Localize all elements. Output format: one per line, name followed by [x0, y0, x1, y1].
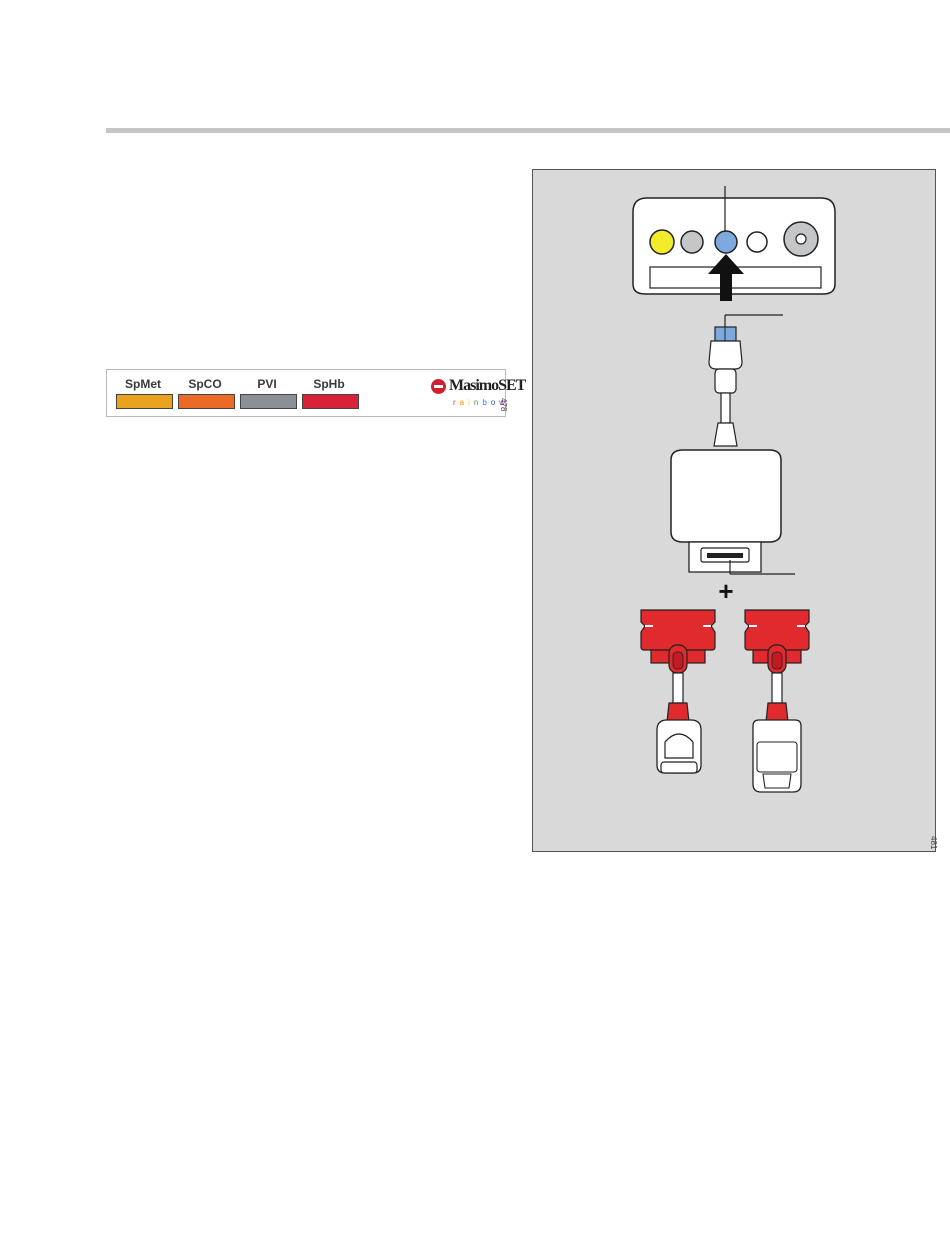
- port-blue: [715, 231, 737, 253]
- connection-diagram: +: [532, 169, 936, 852]
- cable-strain-relief: [715, 369, 736, 393]
- param-color-chip-spmet: [116, 394, 173, 409]
- cable-plug-body: [709, 341, 742, 369]
- param-label-spmet: SpMet: [113, 377, 173, 391]
- param-color-chip-sphb: [302, 394, 359, 409]
- sensor-cable-left: [641, 610, 715, 773]
- figure-id-panel: 478: [499, 398, 508, 411]
- connection-diagram-svg: +: [533, 170, 937, 853]
- port-gray: [681, 231, 703, 253]
- port-yellow: [650, 230, 674, 254]
- plus-sign: +: [718, 576, 733, 606]
- cable-boot: [714, 423, 737, 446]
- param-color-chip-pvi: [240, 394, 297, 409]
- brand-sub-letter: r: [453, 398, 460, 407]
- brand-sub-letter: a: [460, 398, 468, 407]
- masimo-set-logo: MasimoSET rainbow: [427, 374, 503, 414]
- port-white: [747, 232, 767, 252]
- port-round-inner: [796, 234, 806, 244]
- brand-sub-letter: b: [482, 398, 490, 407]
- parameter-label-panel: SpMet SpCO PVI SpHb MasimoSET rainbow: [106, 369, 506, 417]
- adapter-body: [671, 450, 781, 542]
- masimo-mark-icon: [431, 379, 446, 394]
- cable-wire: [721, 393, 730, 423]
- param-label-pvi: PVI: [237, 377, 297, 391]
- param-color-chip-spco: [178, 394, 235, 409]
- figure-id-diagram: 481: [929, 836, 938, 849]
- param-label-sphb: SpHb: [299, 377, 359, 391]
- brand-name: MasimoSET: [449, 377, 525, 395]
- sensor-cable-right: [745, 610, 809, 792]
- param-label-spco: SpCO: [175, 377, 235, 391]
- brand-sub-letter: o: [491, 398, 499, 407]
- header-rule: [106, 128, 950, 133]
